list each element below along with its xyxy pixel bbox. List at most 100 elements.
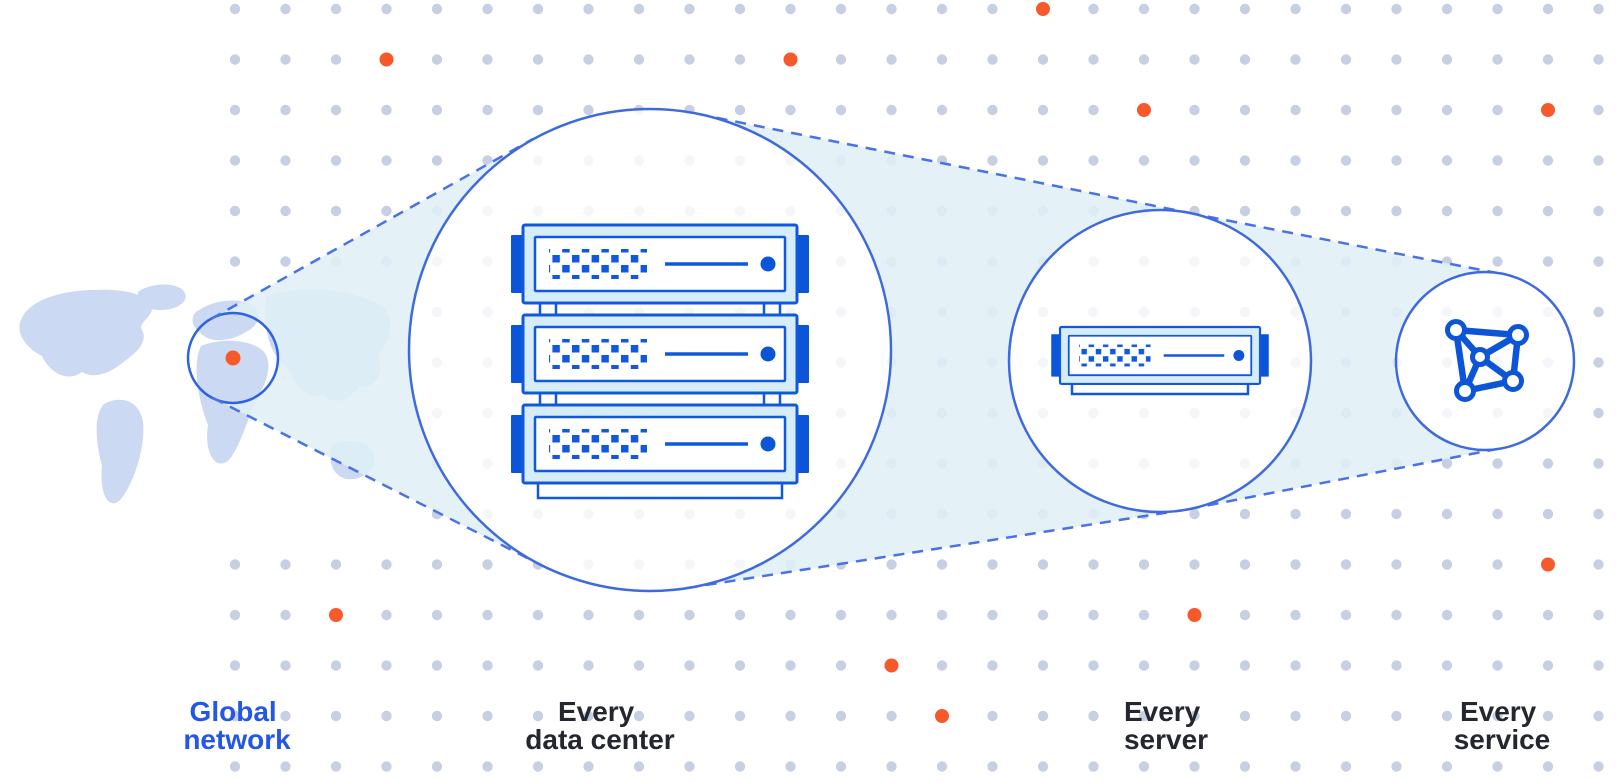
grid-dot [835,761,847,772]
grid-dot [1492,710,1503,722]
server-icon [1049,325,1271,396]
grid-dot [1290,609,1301,621]
grid-dot [734,660,746,671]
grid-dot [280,3,291,15]
grid-dot [229,609,241,621]
grid-dot [684,660,695,671]
grid-dot [482,104,493,116]
grid-dot [1239,104,1251,116]
grid-dot [1239,205,1251,217]
grid-dot [936,559,948,570]
grid-dot [1290,761,1301,772]
grid-dot [330,205,342,217]
grid-dot [1492,256,1503,267]
grid-dot [1492,54,1503,65]
grid-dot [532,54,544,65]
grid-dot [936,660,948,671]
grid-dot [734,54,746,65]
accent-dot [1541,103,1555,117]
grid-dot [1088,609,1099,621]
grid-dot [583,609,594,621]
grid-dot [532,609,544,621]
grid-dot [1138,710,1150,722]
south-america [96,399,144,504]
grid-dot [1189,559,1200,570]
grid-dot [1138,3,1150,15]
grid-dot [1391,104,1402,116]
grid-dot [1441,559,1453,570]
grid-dot [1037,609,1049,621]
zoom-cones [211,114,1502,588]
grid-dot [785,761,796,772]
grid-dot [886,3,897,15]
grid-dot [1340,104,1352,116]
grid-dot [1441,710,1453,722]
accent-dot [935,709,949,723]
grid-dot [987,710,998,722]
grid-dot [482,660,493,671]
grid-dot [1593,458,1604,469]
zoom-dashed-lines [210,112,1503,590]
grid-dot [785,609,796,621]
grid-dot [1138,54,1150,65]
grid-dot [1340,508,1352,520]
grid-dot [1593,609,1604,621]
grid-dot [1593,710,1604,722]
grid-dot [1189,155,1200,166]
grid-dot [280,660,291,671]
grid-dot [482,3,493,15]
grid-dot [1037,761,1049,772]
grid-dot [1441,458,1453,469]
grid-dot [1492,104,1503,116]
grid-dot [482,761,493,772]
grid-dot [381,710,392,722]
grid-dot [431,660,443,671]
grid-dot [381,155,392,166]
grid-dot [280,104,291,116]
grid-dot [1239,609,1251,621]
grid-dot [1037,710,1049,722]
grid-dot [734,3,746,15]
grid-dot [1441,3,1453,15]
grid-dot [1189,508,1200,520]
grid-dot [1492,508,1503,520]
grid-dot [1492,458,1503,469]
server-unit [1049,325,1271,386]
grid-dot [1492,609,1503,621]
grid-dot [330,3,342,15]
grid-dot [1290,3,1301,15]
grid-dot [229,155,241,166]
grid-dot [785,3,796,15]
grid-dot [835,710,847,722]
grid-dot [1138,609,1150,621]
grid-dot [1441,761,1453,772]
grid-dot [583,710,594,722]
grid-dot [785,710,796,722]
grid-dot [1593,104,1604,116]
zoom-cone-map-to-datacenter [211,139,541,565]
grid-dot [684,609,695,621]
grid-dot [1088,155,1099,166]
grid-dot [1189,54,1200,65]
grid-dot [482,609,493,621]
grid-dot [1542,761,1554,772]
grid-dot [280,256,291,267]
grid-dot [280,54,291,65]
zoom-cone-datacenter-to-server [687,114,1190,588]
caption-every-data-center: Every data center [525,696,674,755]
grid-dot [1391,54,1402,65]
grid-dot [431,609,443,621]
grid-dot [1593,508,1604,520]
grid-dot [785,660,796,671]
accent-dot [1187,608,1202,622]
caption-global-network: Global network [183,696,291,755]
grid-dot [835,660,847,671]
grid-dot [633,710,645,722]
grid-dot [1391,660,1402,671]
grid-dot [1391,155,1402,166]
caption-every-service: Every service [1454,696,1551,755]
grid-dot [1542,660,1554,671]
grid-dot [1492,559,1503,570]
grid-dot [1391,3,1402,15]
grid-dot [280,559,291,570]
